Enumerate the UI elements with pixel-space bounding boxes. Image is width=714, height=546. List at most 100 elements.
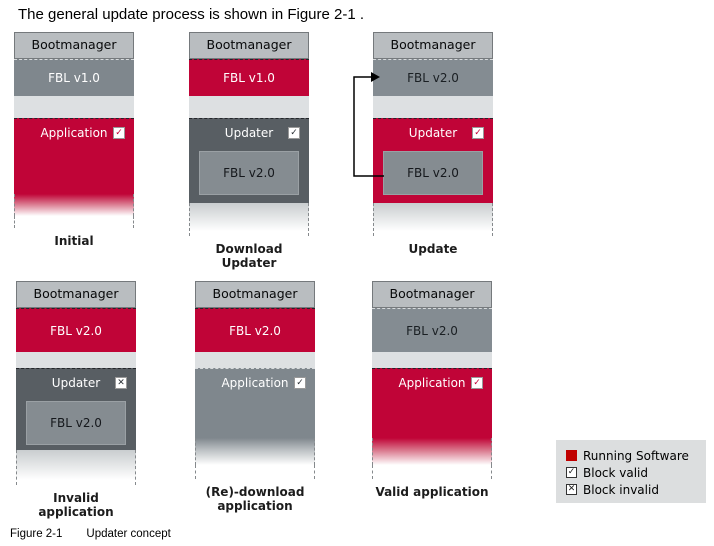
check-mark: ✓ — [290, 127, 298, 138]
memory-gap — [195, 352, 315, 368]
fbl-block: FBL v2.0 — [372, 308, 492, 352]
diagram-download-updater: Bootmanager FBL v1.0 Updater ✓ FBL v2.0 … — [189, 32, 309, 270]
bootmanager-label: Bootmanager — [31, 37, 117, 53]
bootmanager-label: Bootmanager — [212, 286, 298, 302]
fbl-label: FBL v2.0 — [229, 323, 281, 338]
bootmanager-label: Bootmanager — [389, 286, 475, 302]
fbl-label: FBL v1.0 — [223, 71, 275, 85]
update-flow-arrow — [353, 72, 384, 177]
check-mark: ✓ — [115, 127, 123, 138]
diagram-caption: Valid application — [366, 485, 498, 499]
caption-line: Invalid — [53, 491, 99, 505]
updater-label: Updater — [224, 126, 274, 140]
memory-fade — [372, 438, 492, 465]
caption-line: application — [38, 505, 114, 519]
memory-gap — [16, 352, 136, 368]
valid-checkbox-icon: ✓ — [288, 127, 300, 139]
inner-fbl-block: FBL v2.0 — [383, 151, 483, 195]
caption-line: (Re)-download — [205, 485, 305, 499]
caption-line: Valid application — [375, 485, 489, 499]
caption-line: Initial — [54, 234, 94, 248]
inner-fbl-label: FBL v2.0 — [223, 166, 275, 180]
running-software-swatch-icon — [566, 450, 577, 461]
memory-fade — [189, 203, 309, 236]
memory-gap — [189, 96, 309, 118]
bootmanager-block: Bootmanager — [195, 281, 315, 308]
bootmanager-block: Bootmanager — [372, 281, 492, 308]
memory-fade — [14, 194, 134, 216]
figure-title: Updater concept — [86, 528, 171, 540]
bootmanager-block: Bootmanager — [373, 32, 493, 59]
updater-block: Updater ✓ FBL v2.0 — [189, 118, 309, 203]
application-label: Application — [40, 126, 108, 140]
memory-fade — [373, 203, 493, 236]
legend: Running Software ✓ Block valid ✕ Block i… — [556, 440, 706, 503]
check-mark: ✓ — [473, 377, 481, 388]
invalid-checkbox-icon: ✕ — [566, 484, 577, 495]
legend-label: Block invalid — [583, 482, 659, 497]
figure-caption: Figure 2-1 Updater concept — [10, 528, 171, 540]
diagram-initial: Bootmanager FBL v1.0 Application ✓ Initi… — [14, 32, 134, 248]
memory-gap — [372, 352, 492, 368]
memory-gap — [373, 96, 493, 118]
inner-fbl-block: FBL v2.0 — [26, 401, 126, 445]
bootmanager-block: Bootmanager — [14, 32, 134, 59]
bootmanager-label: Bootmanager — [206, 37, 292, 53]
fbl-block: FBL v1.0 — [14, 59, 134, 96]
fbl-block: FBL v2.0 — [373, 59, 493, 96]
memory-tail — [372, 465, 492, 479]
memory-tail — [14, 216, 134, 228]
application-block: Application ✓ — [195, 368, 315, 438]
page-title: The general update process is shown in F… — [18, 6, 365, 23]
legend-item-valid: ✓ Block valid — [566, 464, 706, 481]
fbl-block: FBL v2.0 — [195, 308, 315, 352]
invalid-checkbox-icon: ✕ — [115, 377, 127, 389]
fbl-label: FBL v2.0 — [50, 323, 102, 338]
inner-fbl-label: FBL v2.0 — [407, 166, 459, 180]
diagram-valid-application: Bootmanager FBL v2.0 Application ✓ Valid… — [372, 281, 492, 499]
legend-item-running: Running Software — [566, 447, 706, 464]
figure-number: Figure 2-1 — [10, 528, 63, 540]
memory-fade — [16, 450, 136, 485]
check-mark: ✓ — [474, 127, 482, 138]
application-block: Application ✓ — [372, 368, 492, 438]
inner-fbl-label: FBL v2.0 — [50, 416, 102, 430]
diagram-caption: Initial — [8, 234, 140, 248]
fbl-label: FBL v2.0 — [407, 71, 459, 85]
valid-checkbox-icon: ✓ — [294, 377, 306, 389]
cross-mark: ✕ — [117, 377, 125, 388]
fbl-label: FBL v1.0 — [48, 71, 100, 85]
bootmanager-label: Bootmanager — [33, 286, 119, 302]
diagram-redownload-application: Bootmanager FBL v2.0 Application ✓ (Re)-… — [195, 281, 315, 513]
legend-item-invalid: ✕ Block invalid — [566, 481, 706, 498]
fbl-label: FBL v2.0 — [406, 323, 458, 338]
inner-fbl-block: FBL v2.0 — [199, 151, 299, 195]
memory-gap — [14, 96, 134, 118]
valid-checkbox-icon: ✓ — [472, 127, 484, 139]
bootmanager-block: Bootmanager — [16, 281, 136, 308]
check-mark: ✓ — [296, 377, 304, 388]
updater-label: Updater — [51, 376, 101, 390]
legend-label: Block valid — [583, 465, 649, 480]
caption-line: Download — [215, 242, 283, 256]
valid-checkbox-icon: ✓ — [566, 467, 577, 478]
legend-label: Running Software — [583, 448, 689, 463]
updater-label: Updater — [408, 126, 458, 140]
application-label: Application — [398, 376, 466, 390]
check-mark: ✓ — [567, 467, 576, 477]
bootmanager-label: Bootmanager — [390, 37, 476, 53]
fbl-block: FBL v1.0 — [189, 59, 309, 96]
caption-line: Update — [408, 242, 458, 256]
valid-checkbox-icon: ✓ — [471, 377, 483, 389]
diagram-caption: Invalid application — [10, 491, 142, 519]
fbl-block: FBL v2.0 — [16, 308, 136, 352]
diagram-invalid-application: Bootmanager FBL v2.0 Updater ✕ FBL v2.0 … — [16, 281, 136, 519]
valid-checkbox-icon: ✓ — [113, 127, 125, 139]
cross-mark: ✕ — [567, 484, 576, 494]
caption-line: Updater — [221, 256, 277, 270]
updater-block: Updater ✕ FBL v2.0 — [16, 368, 136, 450]
updater-block: Updater ✓ FBL v2.0 — [373, 118, 493, 203]
memory-fade — [195, 438, 315, 465]
diagram-update: Bootmanager FBL v2.0 Updater ✓ FBL v2.0 … — [353, 32, 493, 256]
